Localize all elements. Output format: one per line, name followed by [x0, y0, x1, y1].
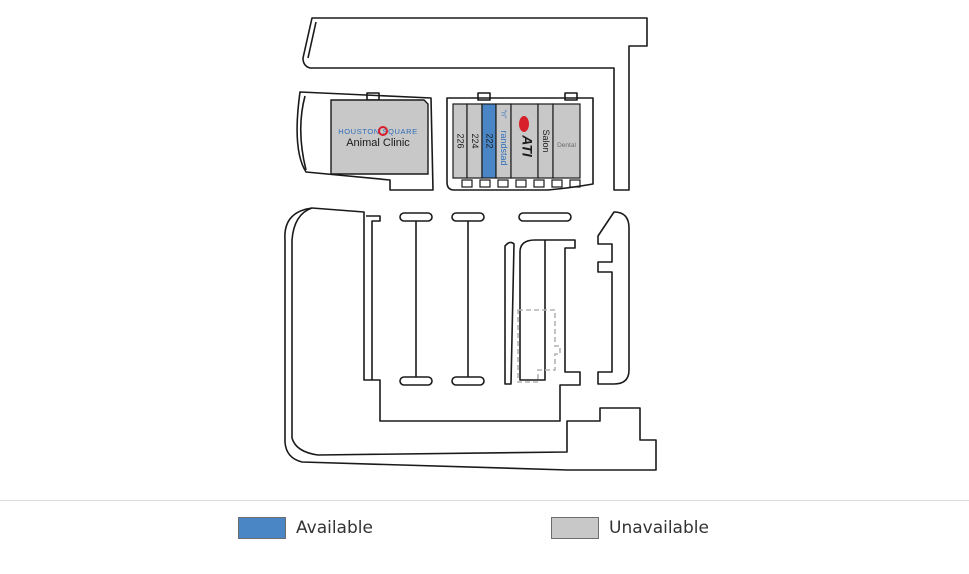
west-building-inner: [299, 95, 307, 171]
median-strip: [504, 241, 515, 385]
unavailable-label: Unavailable: [609, 518, 709, 538]
legend-available: Available: [238, 517, 373, 539]
south-lot-west-edge: [284, 207, 657, 471]
dock-6: [551, 179, 563, 188]
retail-strip-vent-b: [564, 92, 578, 101]
dock-7: [569, 179, 581, 188]
ati-logo: ATI: [519, 134, 535, 158]
randstad-mark-icon: "n": [500, 110, 507, 119]
unit-224-label: 224: [470, 133, 480, 148]
dock-1: [461, 179, 473, 188]
unit-dental[interactable]: [552, 103, 581, 179]
unit-222-label: 222: [485, 133, 495, 148]
animal-clinic-name: Animal Clinic: [346, 137, 410, 149]
south-lot-east-edge: [597, 211, 630, 385]
dental-label: Dental: [557, 142, 576, 149]
north-drive-outline: [302, 17, 648, 191]
dock-2: [479, 179, 491, 188]
west-building-outline: [296, 91, 434, 191]
parking-island-1: [399, 212, 433, 222]
unit-226-label: 226: [456, 133, 466, 148]
animal-clinic-brand: HOUSTON SQUARE: [338, 127, 418, 136]
parking-island-2: [451, 212, 485, 222]
salon-label: Salon: [541, 129, 551, 152]
animal-clinic-logo-icon: [378, 126, 388, 136]
west-building-vent: [366, 92, 380, 101]
retail-strip-vent-a: [477, 92, 491, 101]
parking-curb-left: [366, 215, 381, 380]
south-lot-outline: [311, 207, 581, 422]
unavailable-swatch: [551, 517, 599, 539]
randstad-label: randstad: [499, 130, 509, 165]
dock-4: [515, 179, 527, 188]
retail-strip-outline: [446, 97, 594, 191]
legend-unavailable: Unavailable: [551, 517, 709, 539]
unit-animal-clinic[interactable]: [330, 99, 429, 175]
site-plan-map: HOUSTON SQUARE Animal Clinic 226 224 222…: [284, 17, 657, 471]
parking-island-3: [518, 212, 572, 222]
dock-3: [497, 179, 509, 188]
ati-swoosh-icon: [519, 116, 529, 132]
available-swatch: [238, 517, 286, 539]
proposed-pad-dashed: [517, 309, 561, 383]
parking-island-5: [451, 376, 485, 386]
parking-island-4: [399, 376, 433, 386]
available-label: Available: [296, 518, 373, 538]
north-drive-inner-line: [307, 21, 317, 59]
legend-divider: [0, 500, 969, 501]
dock-5: [533, 179, 545, 188]
